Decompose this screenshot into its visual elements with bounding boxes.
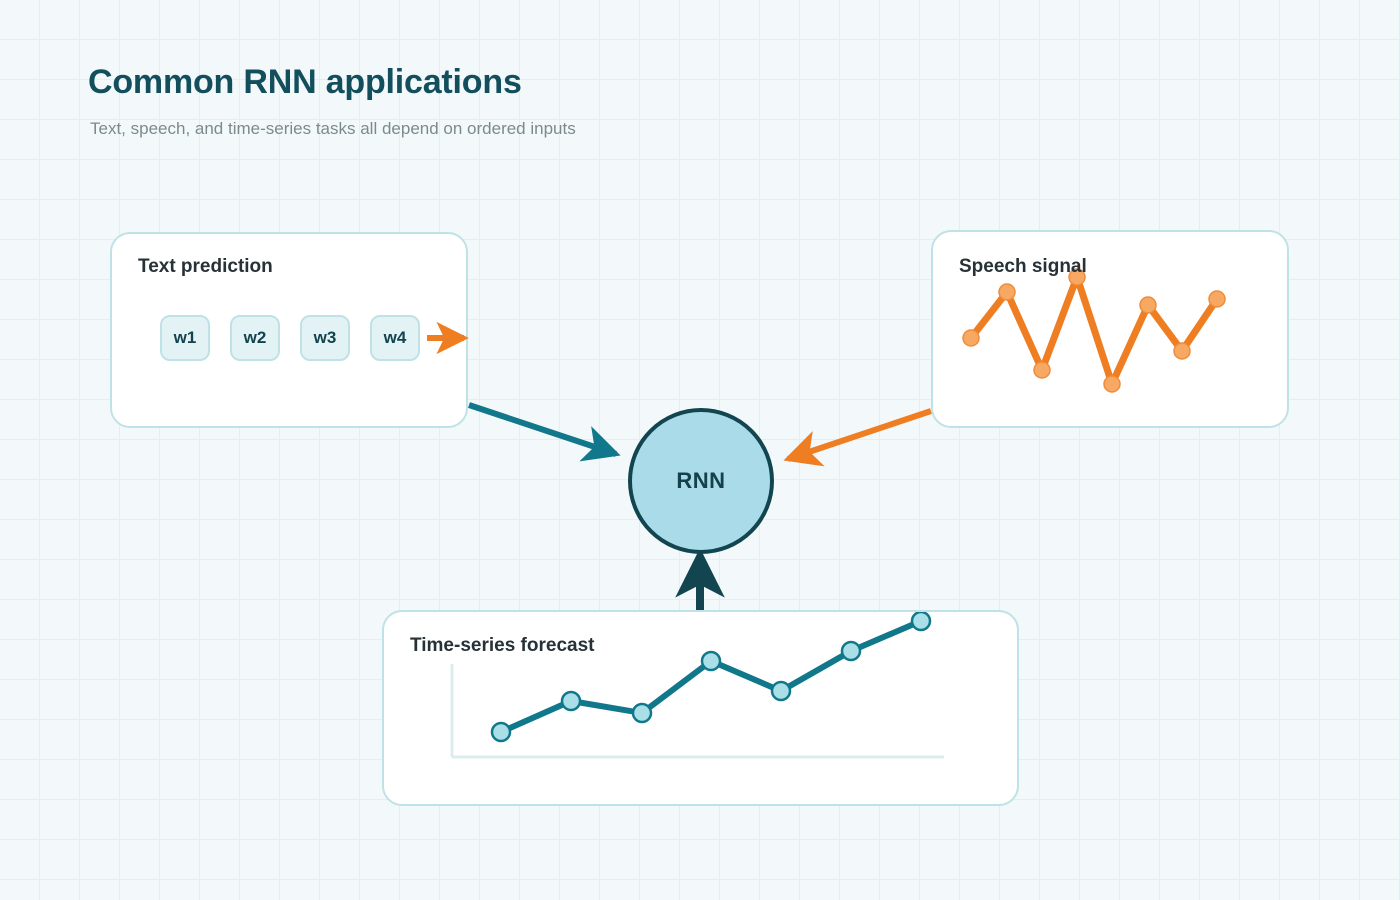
token-flow-arrow-icon: [427, 321, 469, 355]
page-subtitle: Text, speech, and time-series tasks all …: [90, 119, 576, 138]
connector-speech-to-rnn: [783, 408, 932, 467]
speech-waveform-line: [967, 273, 1221, 388]
card-title-speech-signal: Speech signal: [959, 256, 1087, 277]
card-title-text-prediction: Text prediction: [138, 256, 273, 277]
card-time-series-forecast[interactable]: Time-series forecast: [382, 610, 1019, 806]
token-w3[interactable]: w3: [300, 315, 350, 361]
page-title: Common RNN applications: [88, 63, 522, 101]
rnn-node[interactable]: RNN: [628, 408, 774, 554]
token-w4[interactable]: w4: [370, 315, 420, 361]
card-title-time-series-forecast: Time-series forecast: [410, 635, 595, 656]
card-text-prediction[interactable]: Text prediction w1 w2 w3 w4: [110, 232, 469, 428]
time-series-points: [490, 612, 932, 743]
rnn-node-label: RNN: [676, 468, 726, 493]
token-w1[interactable]: w1: [160, 315, 210, 361]
connector-text-to-rnn: [468, 402, 621, 462]
time-series-chart: [450, 612, 944, 759]
speech-waveform-chart: [962, 268, 1226, 393]
card-speech-signal[interactable]: Speech signal: [931, 230, 1289, 428]
speech-waveform-points: [962, 268, 1226, 393]
token-w2[interactable]: w2: [230, 315, 280, 361]
